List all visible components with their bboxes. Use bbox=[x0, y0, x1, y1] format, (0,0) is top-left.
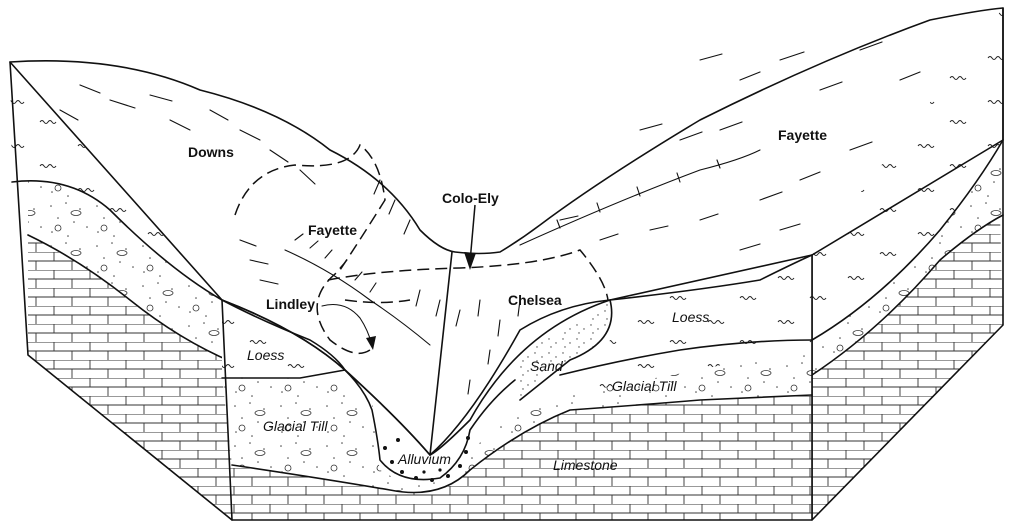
soil-label-colo-ely: Colo-Ely bbox=[442, 190, 499, 206]
layer-label-glacial-till-right: Glacial Till bbox=[612, 378, 677, 394]
layer-label-sand: Sand bbox=[530, 358, 564, 374]
soil-label-fayette-right: Fayette bbox=[778, 127, 827, 143]
layer-label-loess-right: Loess bbox=[672, 309, 709, 325]
right-face bbox=[812, 8, 1003, 520]
layer-label-glacial-till-left: Glacial Till bbox=[263, 418, 328, 434]
layer-label-alluvium: Alluvium bbox=[397, 451, 451, 467]
colo-ely-arrow bbox=[464, 205, 476, 270]
layer-label-limestone: Limestone bbox=[553, 457, 618, 473]
soil-label-chelsea: Chelsea bbox=[508, 292, 562, 308]
layer-label-loess-left: Loess bbox=[247, 347, 284, 363]
soil-label-fayette-left: Fayette bbox=[308, 222, 357, 238]
left-face bbox=[10, 62, 232, 520]
soil-label-downs: Downs bbox=[188, 144, 234, 160]
soil-label-lindley: Lindley bbox=[266, 296, 315, 312]
